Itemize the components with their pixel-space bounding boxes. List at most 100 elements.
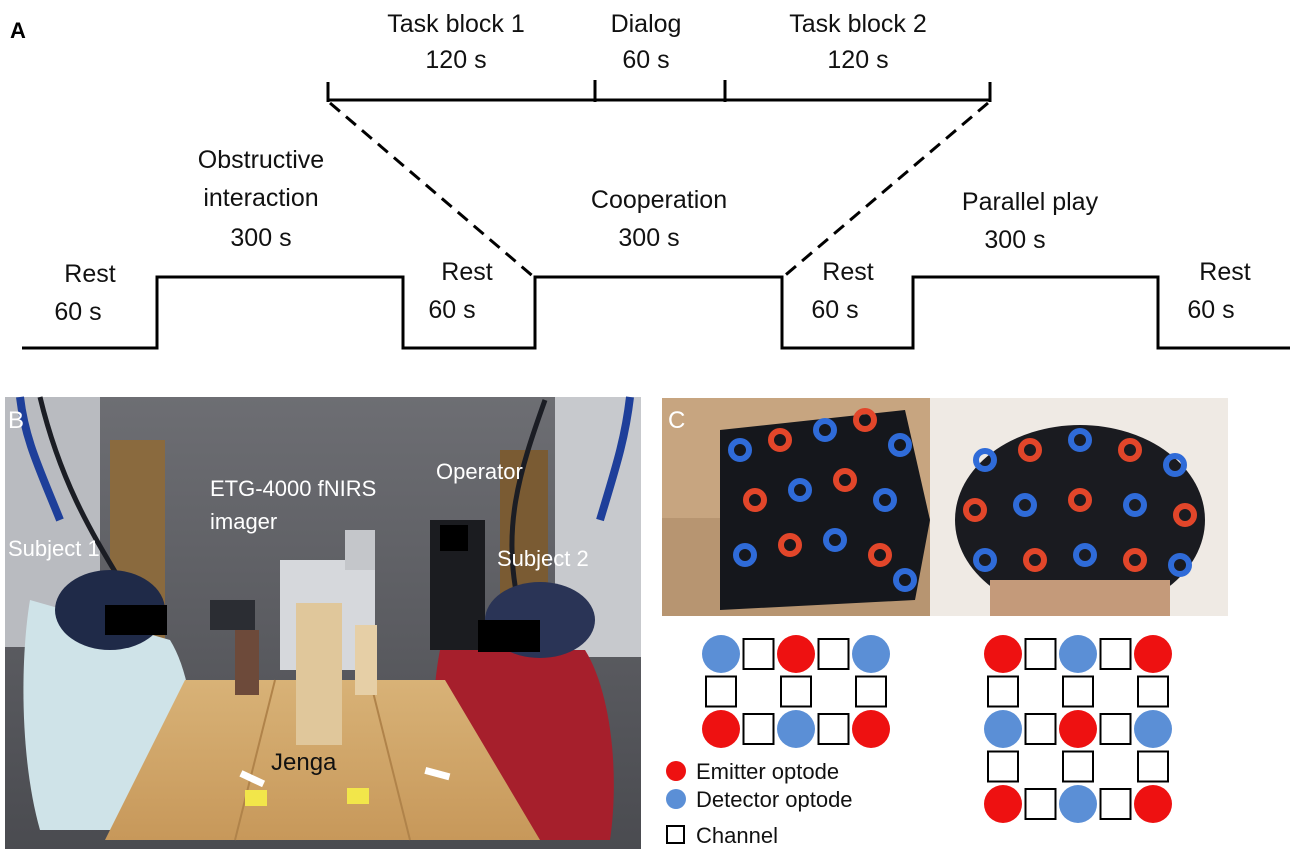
subject-2-face-mask <box>478 620 540 652</box>
channel <box>742 638 775 670</box>
probe-layout-4x4 <box>984 635 1172 823</box>
channel <box>817 713 850 745</box>
detector-optode <box>777 710 815 748</box>
emitter-optode <box>984 635 1022 673</box>
emitter-optode <box>852 710 890 748</box>
cap-detector-optode <box>1163 453 1187 477</box>
operator-label: Operator <box>436 459 523 484</box>
detector-optode <box>852 635 890 673</box>
zoom-timeline <box>326 80 992 102</box>
cap-detector-optode <box>823 528 847 552</box>
cap-left <box>720 410 930 610</box>
cap-emitter-optode <box>1173 503 1197 527</box>
channel <box>742 713 775 745</box>
cap-emitter-optode <box>1068 488 1092 512</box>
channel <box>1024 638 1057 670</box>
block-rest-2-title: Rest <box>441 258 492 286</box>
cap-emitter-optode <box>833 468 857 492</box>
emitter-optode <box>777 635 815 673</box>
cap-emitter-optode <box>853 408 877 432</box>
channel <box>780 675 812 708</box>
channel <box>987 750 1019 783</box>
cap-detector-optode <box>1068 428 1092 452</box>
table <box>105 680 540 840</box>
channel <box>987 675 1019 708</box>
cap-detector-optode <box>1073 543 1097 567</box>
block-rest-3-duration: 60 s <box>811 296 858 324</box>
panel-a-letter: A <box>10 18 26 43</box>
jenga-package <box>235 630 259 695</box>
block-rest-4-duration: 60 s <box>1187 296 1234 324</box>
jenga-label: Jenga <box>271 749 337 776</box>
detector-optode <box>1059 785 1097 823</box>
legend-detector-swatch <box>666 789 686 809</box>
cap-detector-optode <box>1168 553 1192 577</box>
detector-optode <box>1134 710 1172 748</box>
cap-emitter-optode <box>743 488 767 512</box>
photo-b <box>5 396 641 849</box>
detector-optode <box>984 710 1022 748</box>
cap-detector-optode <box>888 433 912 457</box>
jenga-box <box>355 625 377 695</box>
emitter-optode <box>1134 785 1172 823</box>
cap-detector-optode <box>813 418 837 442</box>
cap-emitter-optode <box>1018 438 1042 462</box>
detector-optode <box>702 635 740 673</box>
emitter-optode <box>984 785 1022 823</box>
zoom-task-block-2-duration: 120 s <box>827 46 888 74</box>
imager-label-line2: imager <box>210 509 277 534</box>
cap-emitter-optode <box>1123 548 1147 572</box>
cap-detector-optode <box>873 488 897 512</box>
subject-2-label: Subject 2 <box>497 546 589 571</box>
block-design-waveform <box>22 275 1290 350</box>
zoom-task-block-1-title: Task block 1 <box>387 10 525 38</box>
cap-emitter-optode <box>1118 438 1142 462</box>
block-rest-1-duration: 60 s <box>54 298 101 326</box>
channel <box>1099 788 1132 820</box>
cap-detector-optode <box>893 568 917 592</box>
block-rest-1-title: Rest <box>64 260 115 288</box>
subject-1-face-mask <box>105 605 167 635</box>
emitter-optode <box>1134 635 1172 673</box>
block-rest-4-title: Rest <box>1199 258 1250 286</box>
imager-label-line1: ETG-4000 fNIRS <box>210 476 376 501</box>
cap-emitter-optode <box>768 428 792 452</box>
cap-detector-optode <box>973 548 997 572</box>
zoom-dialog-title: Dialog <box>611 10 682 38</box>
legend-detector-label: Detector optode <box>696 787 853 812</box>
channel <box>1099 638 1132 670</box>
block-parallel-play-title: Parallel play <box>962 188 1099 216</box>
channel <box>705 675 737 708</box>
zoom-dialog-duration: 60 s <box>622 46 669 74</box>
channel <box>1062 675 1094 708</box>
channel <box>1137 750 1169 783</box>
cap-detector-optode <box>733 543 757 567</box>
legend-emitter-swatch <box>666 761 686 781</box>
channel <box>1137 675 1169 708</box>
block-cooperation-duration: 300 s <box>618 224 679 252</box>
channel <box>855 675 887 708</box>
channel <box>1062 750 1094 783</box>
cap-emitter-optode <box>963 498 987 522</box>
channel <box>817 638 850 670</box>
cap-detector-optode <box>1123 493 1147 517</box>
block-obstructive-duration: 300 s <box>230 224 291 252</box>
cap-emitter-optode <box>778 533 802 557</box>
channel <box>1024 788 1057 820</box>
legend: Emitter optode Detector optode Channel <box>666 759 853 848</box>
cap-detector-optode <box>1013 493 1037 517</box>
block-rest-3-title: Rest <box>822 258 873 286</box>
block-rest-2-duration: 60 s <box>428 296 475 324</box>
cap-detector-optode <box>973 448 997 472</box>
panel-b-letter: B <box>8 407 24 434</box>
channel <box>1099 713 1132 745</box>
channel <box>1024 713 1057 745</box>
panel-c-letter: C <box>668 407 685 434</box>
legend-emitter-label: Emitter optode <box>696 759 839 784</box>
cap-emitter-optode <box>868 543 892 567</box>
block-obstructive-title-1: Obstructive <box>198 146 324 174</box>
zoom-dashed-connectors <box>329 101 989 280</box>
cap-detector-optode <box>788 478 812 502</box>
operator-face-mask <box>440 525 468 551</box>
